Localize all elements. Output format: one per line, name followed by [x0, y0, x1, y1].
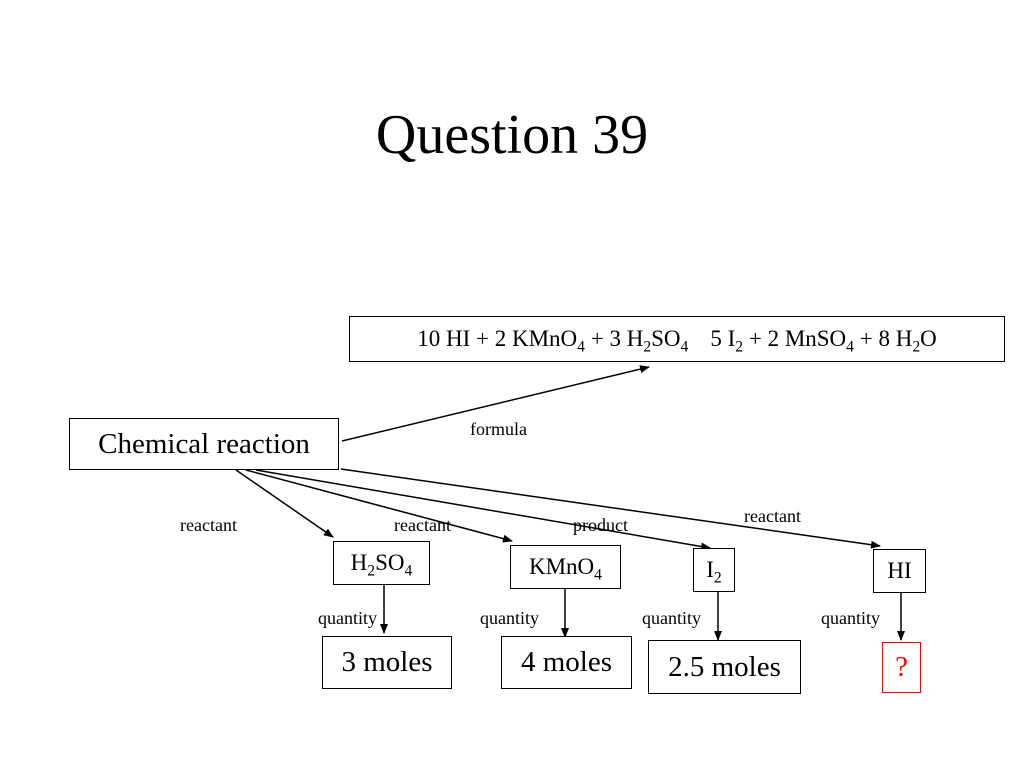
i2-quantity-label: quantity — [642, 608, 701, 628]
chemical-reaction-node: Chemical reaction — [69, 418, 339, 470]
kmno4-label: KMnO4 — [529, 554, 602, 584]
hi-quantity-value: ? — [895, 651, 908, 683]
h2so4-quantity-box: 3 moles — [322, 636, 452, 689]
h2so4-quantity-label: quantity — [318, 608, 377, 628]
chemical-reaction-label: Chemical reaction — [98, 427, 310, 460]
reactant-arrow-kmno4 — [245, 469, 513, 543]
reactant-arrow-hi — [340, 468, 881, 549]
formula-arrow — [341, 365, 650, 442]
h2so4-node: H2SO4 — [333, 541, 430, 585]
h2so4-quantity-value: 3 moles — [341, 646, 433, 678]
i2-quantity-value: 2.5 moles — [668, 650, 781, 683]
kmno4-quantity-label: quantity — [480, 608, 539, 628]
product-arrow-i2 — [255, 469, 711, 551]
page-title: Question 39 — [375, 104, 649, 166]
hi-quantity-box: ? — [882, 642, 921, 693]
reactant-arrow-h2so4 — [235, 469, 334, 538]
i2-edge-label: product — [573, 515, 628, 535]
i2-node: I2 — [693, 548, 735, 592]
kmno4-edge-label: reactant — [394, 515, 451, 535]
equation-term: 10 HI — [417, 326, 471, 351]
kmno4-quantity-value: 4 moles — [520, 646, 613, 678]
i2-quantity-box: 2.5 moles — [648, 640, 801, 694]
equation-term: 5 I2 — [710, 326, 744, 356]
hi-label: HI — [887, 558, 912, 583]
equation-term: 3 H2SO4 — [609, 326, 689, 356]
h2so4-label: H2SO4 — [350, 550, 413, 580]
equation-term: 8 H2O — [878, 326, 937, 356]
i2-label: I2 — [706, 557, 722, 587]
kmno4-node: KMnO4 — [510, 545, 621, 589]
kmno4-quantity-box: 4 moles — [501, 636, 632, 689]
hi-node: HI — [873, 549, 926, 593]
h2so4-edge-label: reactant — [180, 515, 237, 535]
equation-term: 2 MnSO4 — [767, 326, 854, 356]
hi-quantity-label: quantity — [821, 608, 880, 628]
hi-edge-label: reactant — [744, 506, 801, 526]
equation-term: 2 KMnO4 — [494, 326, 585, 356]
formula-edge-label: formula — [470, 419, 527, 439]
